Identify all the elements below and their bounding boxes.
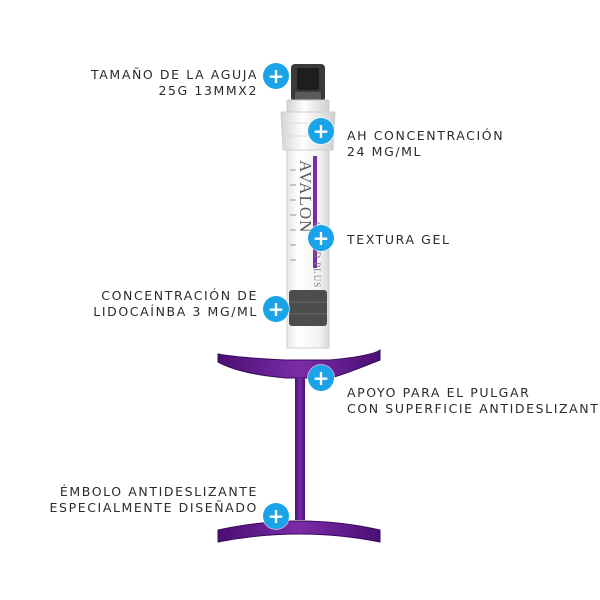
thumb-rest-label: APOYO PARA EL PULGAR CON SUPERFICIE ANTI… bbox=[347, 385, 600, 417]
plunger-label: ÉMBOLO ANTIDESLIZANTE ESPECIALMENTE DISE… bbox=[50, 484, 258, 516]
plus-icon: + bbox=[267, 64, 285, 88]
ah-concentration-value: 24 MG/ML bbox=[347, 144, 423, 159]
texture-label: TEXTURA GEL bbox=[347, 232, 451, 248]
needle-size-value: 25G 13MMX2 bbox=[158, 83, 258, 98]
lidocaine-title: CONCENTRACIÓN DE bbox=[101, 288, 258, 303]
needle-size-label: TAMAÑO DE LA AGUJA 25G 13MMX2 bbox=[91, 67, 258, 99]
barrel-product-text: GRAND PLUS bbox=[312, 222, 322, 288]
plus-icon: + bbox=[312, 366, 330, 390]
texture-title: TEXTURA GEL bbox=[347, 232, 451, 247]
plus-icon: + bbox=[312, 119, 330, 143]
needle-size-hotspot-button[interactable]: + bbox=[263, 63, 289, 89]
lidocaine-label: CONCENTRACIÓN DE LIDOCAÍNBA 3 MG/ML bbox=[93, 288, 258, 320]
lidocaine-value: LIDOCAÍNBA 3 MG/ML bbox=[93, 304, 258, 319]
plunger-value: ESPECIALMENTE DISEÑADO bbox=[49, 500, 258, 515]
plus-icon: + bbox=[267, 504, 285, 528]
thumb-rest-value: CON SUPERFICIE ANTIDESLIZANTE bbox=[347, 401, 600, 416]
thumb-rest-hotspot-button[interactable]: + bbox=[308, 365, 334, 391]
ah-concentration-hotspot-button[interactable]: + bbox=[308, 118, 334, 144]
plus-icon: + bbox=[312, 226, 330, 250]
plunger-hotspot-button[interactable]: + bbox=[263, 503, 289, 529]
plunger-rod bbox=[295, 378, 305, 520]
lidocaine-hotspot-button[interactable]: + bbox=[263, 296, 289, 322]
needle-cap bbox=[286, 64, 330, 113]
plus-icon: + bbox=[267, 297, 285, 321]
ah-concentration-label: AH CONCENTRACIÓN 24 MG/ML bbox=[347, 128, 504, 160]
needle-size-title: TAMAÑO DE LA AGUJA bbox=[91, 67, 258, 82]
rubber-stopper bbox=[289, 290, 327, 326]
thumb-rest-title: APOYO PARA EL PULGAR bbox=[347, 385, 531, 400]
ah-concentration-title: AH CONCENTRACIÓN bbox=[347, 128, 505, 143]
plunger-base bbox=[217, 520, 381, 543]
finger-flange bbox=[217, 349, 381, 379]
barrel-brand-text: AVALON bbox=[296, 160, 315, 233]
texture-hotspot-button[interactable]: + bbox=[308, 225, 334, 251]
plunger-title: ÉMBOLO ANTIDESLIZANTE bbox=[59, 484, 258, 499]
